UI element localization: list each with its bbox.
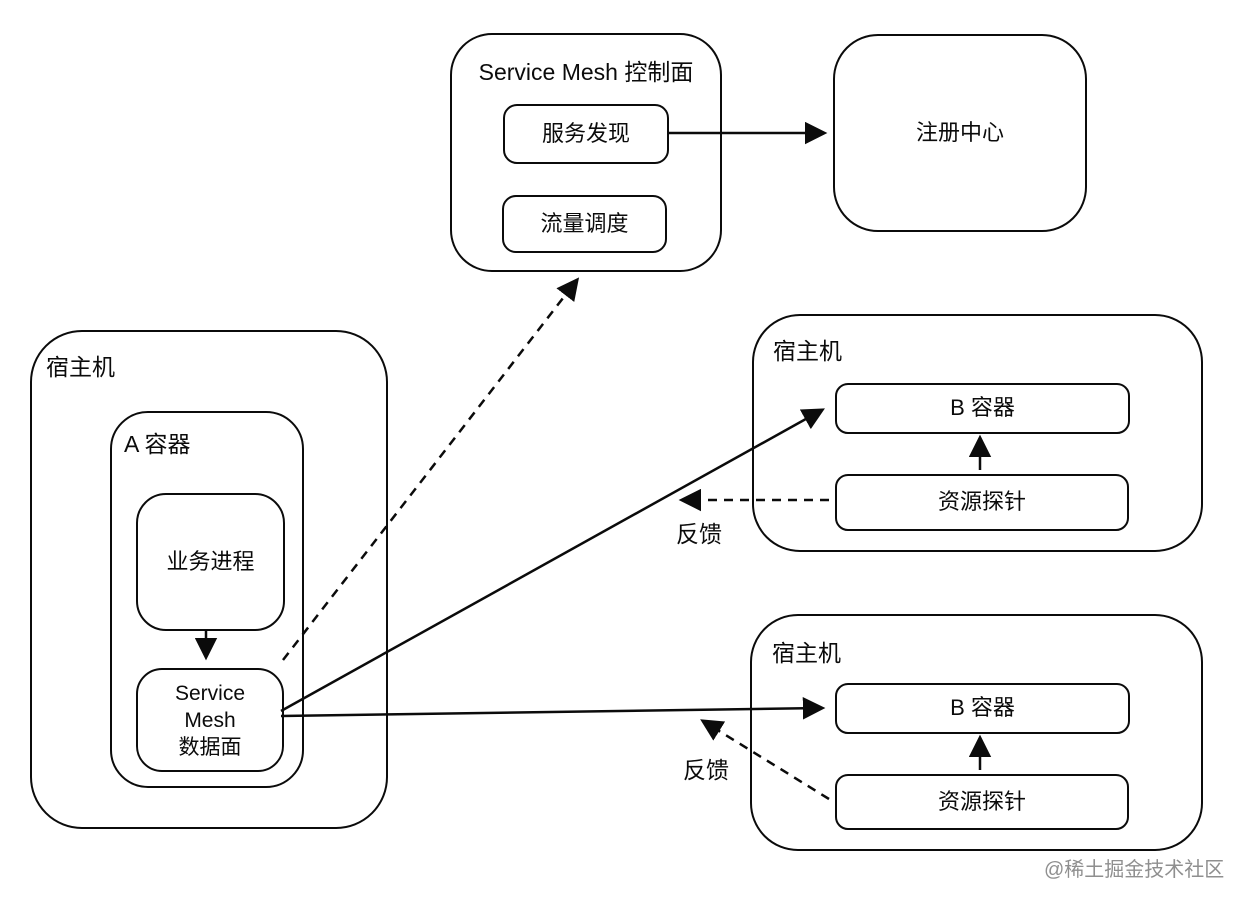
resource-probe-1-box: 资源探针 bbox=[835, 474, 1129, 531]
container-a-label: A 容器 bbox=[124, 431, 191, 457]
host-b2-label: 宿主机 bbox=[772, 640, 841, 666]
control-plane-box: Service Mesh 控制面 服务发现 流量调度 bbox=[450, 33, 722, 272]
registry-label: 注册中心 bbox=[915, 119, 1004, 145]
control-plane-title: Service Mesh 控制面 bbox=[478, 59, 694, 85]
data-plane-line-1: Service bbox=[174, 681, 246, 705]
host-b2-box: 宿主机 B 容器 资源探针 bbox=[750, 614, 1203, 851]
resource-probe-1-label: 资源探针 bbox=[937, 489, 1026, 515]
registry-box: 注册中心 bbox=[833, 34, 1087, 232]
host-b1-label: 宿主机 bbox=[773, 338, 842, 364]
container-b1-box: B 容器 bbox=[835, 383, 1130, 434]
container-b2-box: B 容器 bbox=[835, 683, 1130, 734]
resource-probe-2-label: 资源探针 bbox=[937, 788, 1026, 814]
service-discovery-label: 服务发现 bbox=[541, 120, 630, 146]
watermark: @稀土掘金技术社区 bbox=[1044, 859, 1225, 881]
host-b1-box: 宿主机 B 容器 资源探针 bbox=[752, 314, 1203, 552]
traffic-scheduling-label: 流量调度 bbox=[540, 210, 629, 236]
container-a-box: A 容器 业务进程 Service Mesh 数据面 bbox=[110, 411, 304, 788]
data-plane-box: Service Mesh 数据面 bbox=[136, 668, 284, 772]
traffic-scheduling-box: 流量调度 bbox=[502, 195, 667, 253]
data-plane-line-3: 数据面 bbox=[178, 735, 242, 759]
feedback-label-bottom: 反馈 bbox=[683, 757, 729, 783]
business-process-box: 业务进程 bbox=[136, 493, 285, 631]
business-process-label: 业务进程 bbox=[166, 548, 255, 574]
data-plane-line-2: Mesh bbox=[184, 708, 236, 732]
host-a-label: 宿主机 bbox=[46, 354, 115, 380]
feedback-label-top: 反馈 bbox=[676, 521, 722, 547]
data-plane-label: Service Mesh 数据面 bbox=[175, 680, 245, 761]
container-b2-label: B 容器 bbox=[950, 695, 1015, 721]
resource-probe-2-box: 资源探针 bbox=[835, 774, 1129, 830]
service-discovery-box: 服务发现 bbox=[503, 104, 669, 164]
container-b1-label: B 容器 bbox=[950, 395, 1015, 421]
host-a-box: 宿主机 A 容器 业务进程 Service Mesh 数据面 bbox=[30, 330, 388, 829]
